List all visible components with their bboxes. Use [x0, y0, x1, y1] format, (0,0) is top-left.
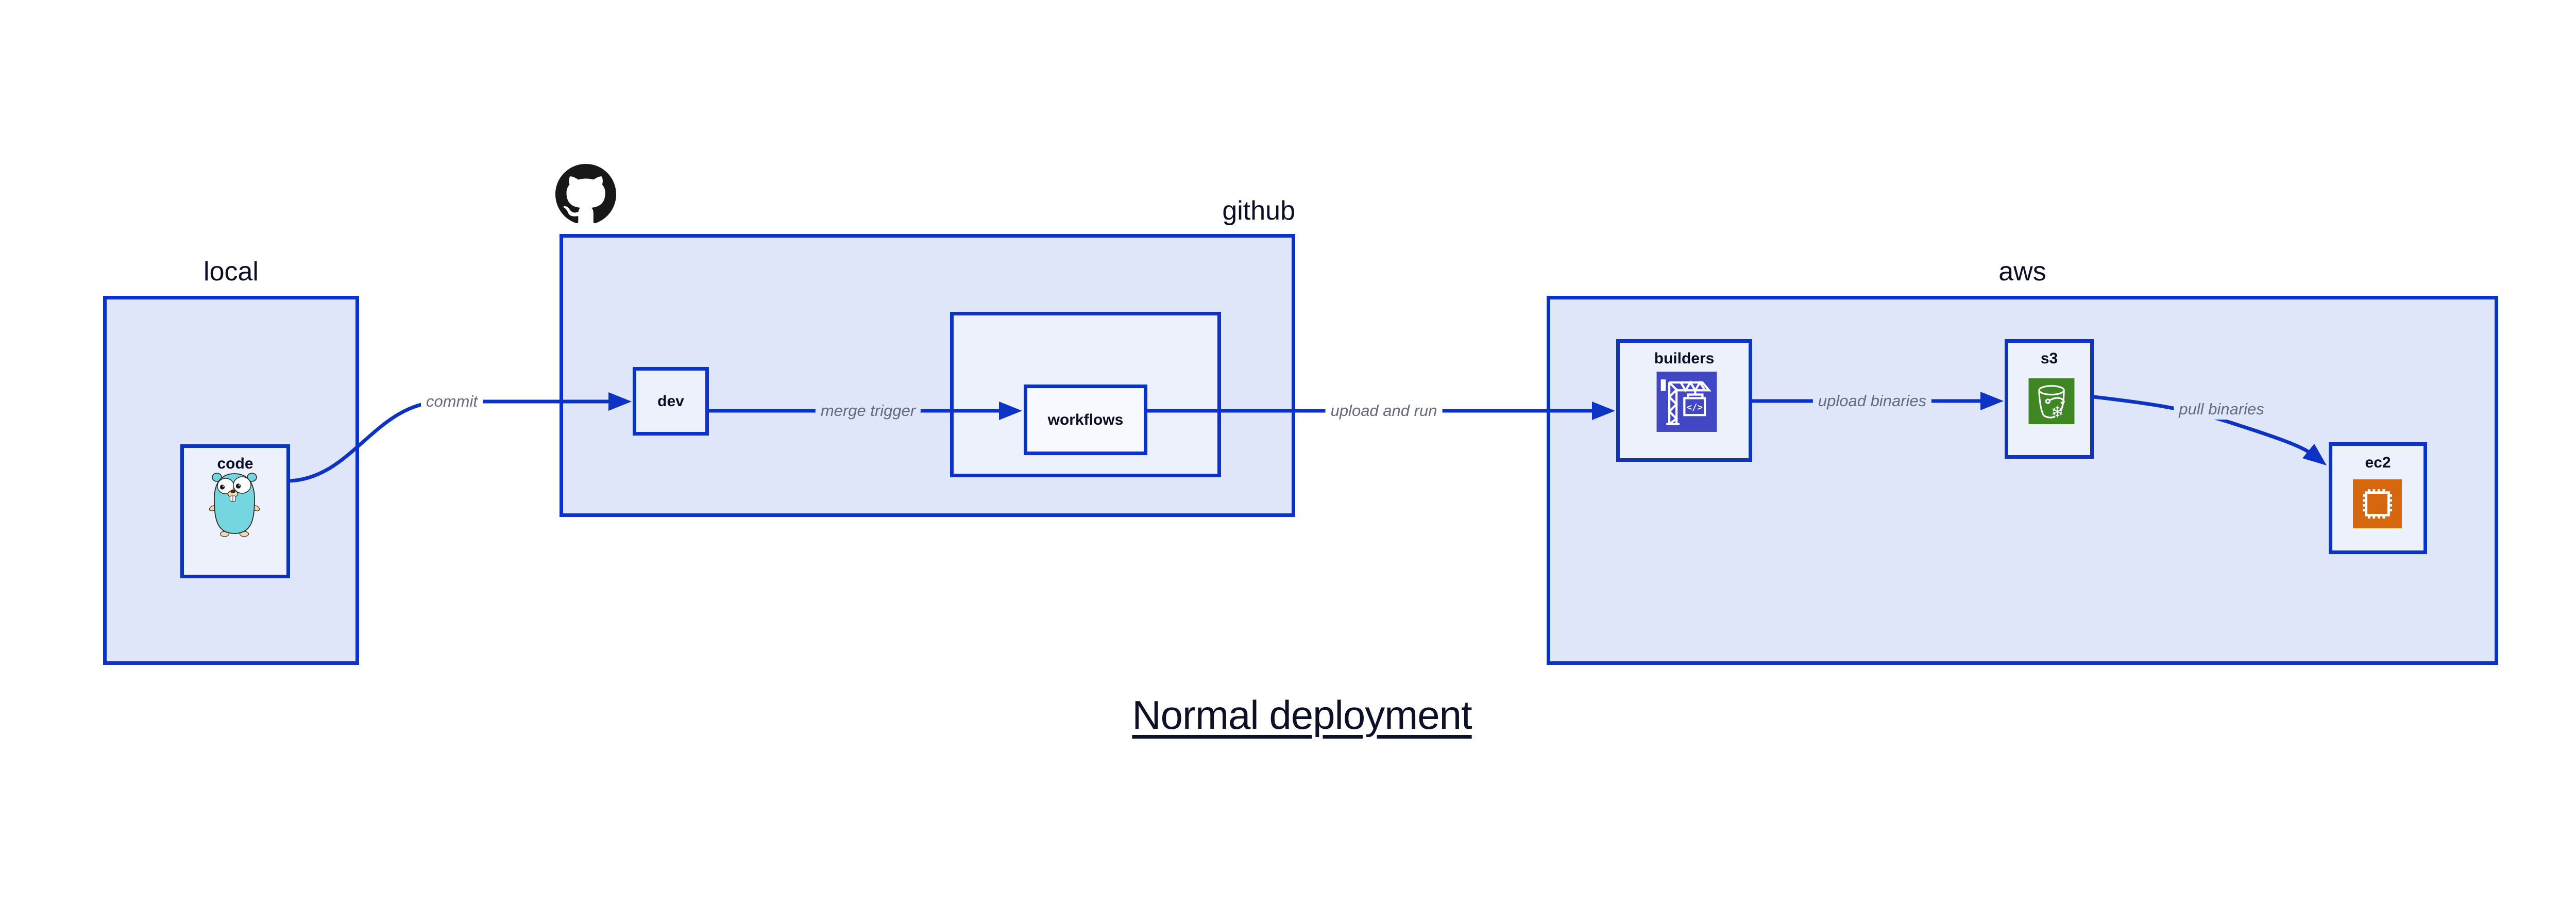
svg-text:</>: </> — [1686, 403, 1703, 413]
github-octocat-icon — [555, 164, 616, 224]
snowflake-glyph: ❄ — [2051, 404, 2064, 422]
codebuild-crane-icon: </> — [1656, 372, 1717, 432]
edge-label-upload-binaries: upload binaries — [1812, 391, 1932, 411]
edge-label-pull-binaries: pull binaries — [2174, 399, 2269, 420]
group-label-aws: aws — [1998, 257, 2046, 287]
node-label-s3: s3 — [2040, 350, 2058, 367]
go-gopher-icon — [209, 473, 260, 537]
diagram-title: Normal deployment — [1132, 692, 1472, 738]
arrowhead-to-workflows — [999, 402, 1022, 420]
node-label-code: code — [217, 455, 253, 472]
node-workflows: workflows — [1024, 385, 1147, 455]
arrowhead-to-builders — [1592, 402, 1615, 420]
node-label-workflows: workflows — [1047, 411, 1124, 428]
ec2-chip-icon — [2353, 479, 2402, 528]
edge-pull-binaries-line — [2093, 395, 2311, 454]
group-label-local: local — [204, 257, 259, 287]
group-label-github: github — [1222, 196, 1295, 226]
edge-label-commit: commit — [421, 391, 483, 412]
arrowhead-to-ec2 — [2302, 444, 2327, 465]
edge-label-merge-trigger: merge trigger — [815, 400, 921, 421]
arrowhead-to-dev — [608, 392, 632, 411]
node-label-dev: dev — [657, 392, 684, 410]
arrowhead-to-s3 — [1980, 392, 2004, 410]
s3-bucket-snowflake-icon: ❄ — [2028, 378, 2075, 424]
edge-label-upload-and-run: upload and run — [1325, 400, 1443, 421]
edge-commit-line — [290, 399, 609, 483]
node-dev: dev — [633, 367, 709, 436]
node-label-ec2: ec2 — [2365, 454, 2391, 471]
node-label-builders: builders — [1654, 350, 1715, 367]
